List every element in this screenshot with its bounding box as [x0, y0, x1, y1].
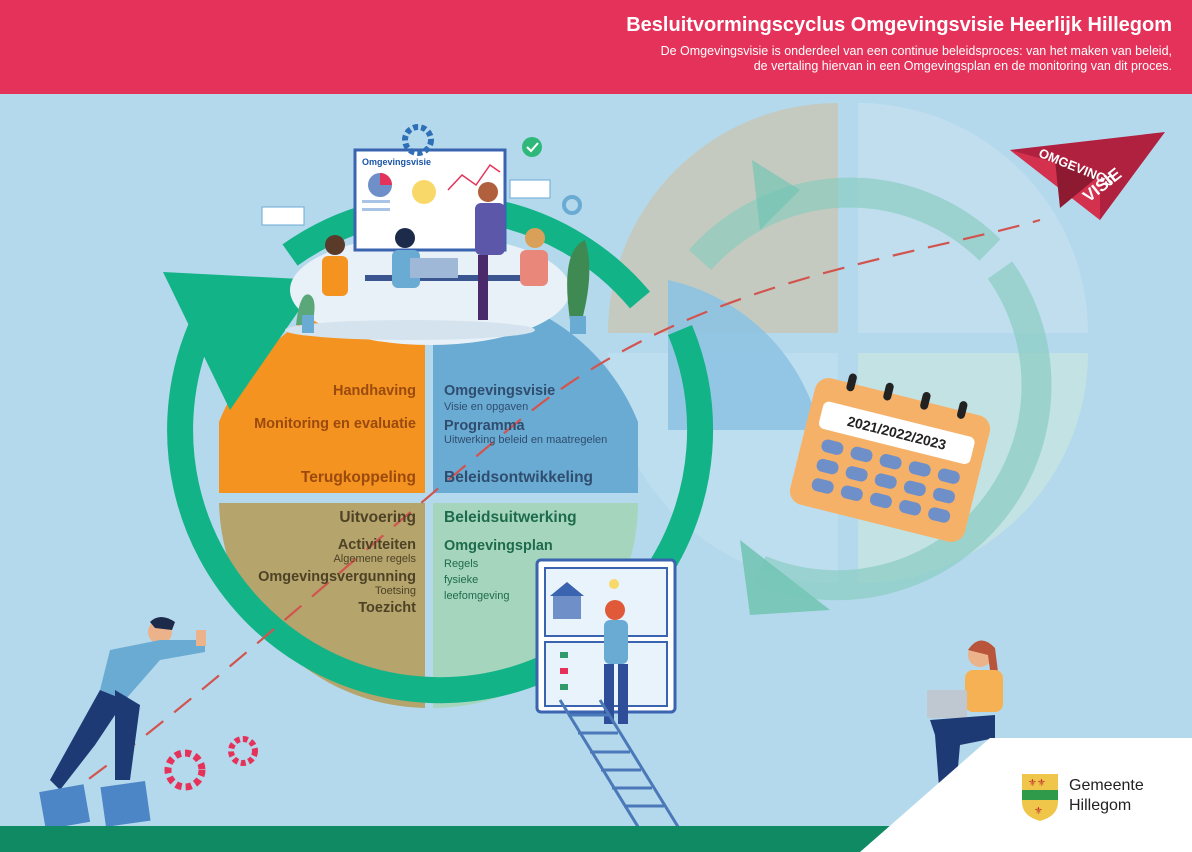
logo-line-2: Hillegom	[1069, 797, 1132, 814]
label-leefomgeving: leefomgeving	[444, 590, 510, 602]
gemeente-logo: ⚜⚜ ⚜ Gemeente Hillegom	[1020, 772, 1170, 822]
bottom-bar	[0, 826, 900, 852]
label-omgevingsvisie: Omgevingsvisie	[444, 383, 556, 399]
gear-icon-small	[228, 736, 258, 766]
quadrant-orange	[219, 289, 425, 493]
label-monitoring: Monitoring en evaluatie	[254, 416, 416, 432]
page-subtitle: De Omgevingsvisie is onderdeel van een c…	[472, 44, 1172, 74]
calendar: 2021/2022/2023	[789, 373, 991, 542]
label-handhaving: Handhaving	[333, 383, 416, 399]
label-toezicht: Toezicht	[358, 600, 416, 616]
label-regels: Regels	[444, 558, 479, 570]
header-banner: Besluitvormingscyclus Omgevingsvisie Hee…	[0, 0, 1192, 94]
label-algemene-regels: Algemene regels	[333, 553, 416, 565]
plan-board	[535, 558, 677, 724]
gear-icon-large	[164, 749, 206, 791]
label-programma: Programma	[444, 418, 525, 434]
label-uitwerking: Uitwerking beleid en maatregelen	[444, 434, 608, 446]
label-toetsing: Toetsing	[375, 585, 416, 597]
pushing-person	[50, 617, 206, 790]
subtitle-line-1: De Omgevingsvisie is onderdeel van een c…	[660, 44, 1172, 58]
page-title: Besluitvormingscyclus Omgevingsvisie Hee…	[626, 14, 1172, 36]
label-activiteiten: Activiteiten	[337, 537, 416, 553]
svg-text:⚜: ⚜	[1034, 806, 1043, 817]
cycle-arrow-ring	[167, 293, 714, 704]
board-title: Omgevingsvisie	[362, 157, 431, 167]
gear-icon	[402, 124, 434, 156]
label-beleidsontwikkeling: Beleidsontwikkeling	[444, 469, 594, 486]
label-fysieke: fysieke	[444, 574, 479, 586]
ladder	[558, 699, 682, 831]
gears	[164, 736, 258, 791]
label-beleidsuitwerking: Beleidsuitwerking	[444, 509, 577, 526]
label-uitvoering: Uitvoering	[339, 509, 416, 526]
coat-of-arms-icon: ⚜⚜ ⚜	[1022, 774, 1058, 821]
label-omgevingsplan: Omgevingsplan	[444, 538, 553, 554]
logo-line-1: Gemeente	[1069, 777, 1144, 794]
donut-chart-icon	[562, 195, 582, 215]
check-icon	[522, 137, 542, 157]
label-omgevingsvergunning: Omgevingsvergunning	[258, 569, 416, 585]
books	[39, 780, 151, 830]
svg-text:⚜⚜: ⚜⚜	[1028, 778, 1046, 789]
paper-plane: OMGEVINGS VISIE	[1010, 132, 1165, 220]
meeting-scene: Omgevingsvisie	[261, 124, 590, 345]
subtitle-line-2: de vertaling hiervan in een Omgevingspla…	[753, 59, 1172, 73]
cycle-arrow-head	[163, 272, 320, 410]
label-terugkoppeling: Terugkoppeling	[300, 469, 416, 486]
quadrant-brown	[219, 503, 425, 708]
label-visie-opgaven: Visie en opgaven	[444, 401, 529, 413]
trajectory-dashed-line	[59, 218, 1041, 801]
